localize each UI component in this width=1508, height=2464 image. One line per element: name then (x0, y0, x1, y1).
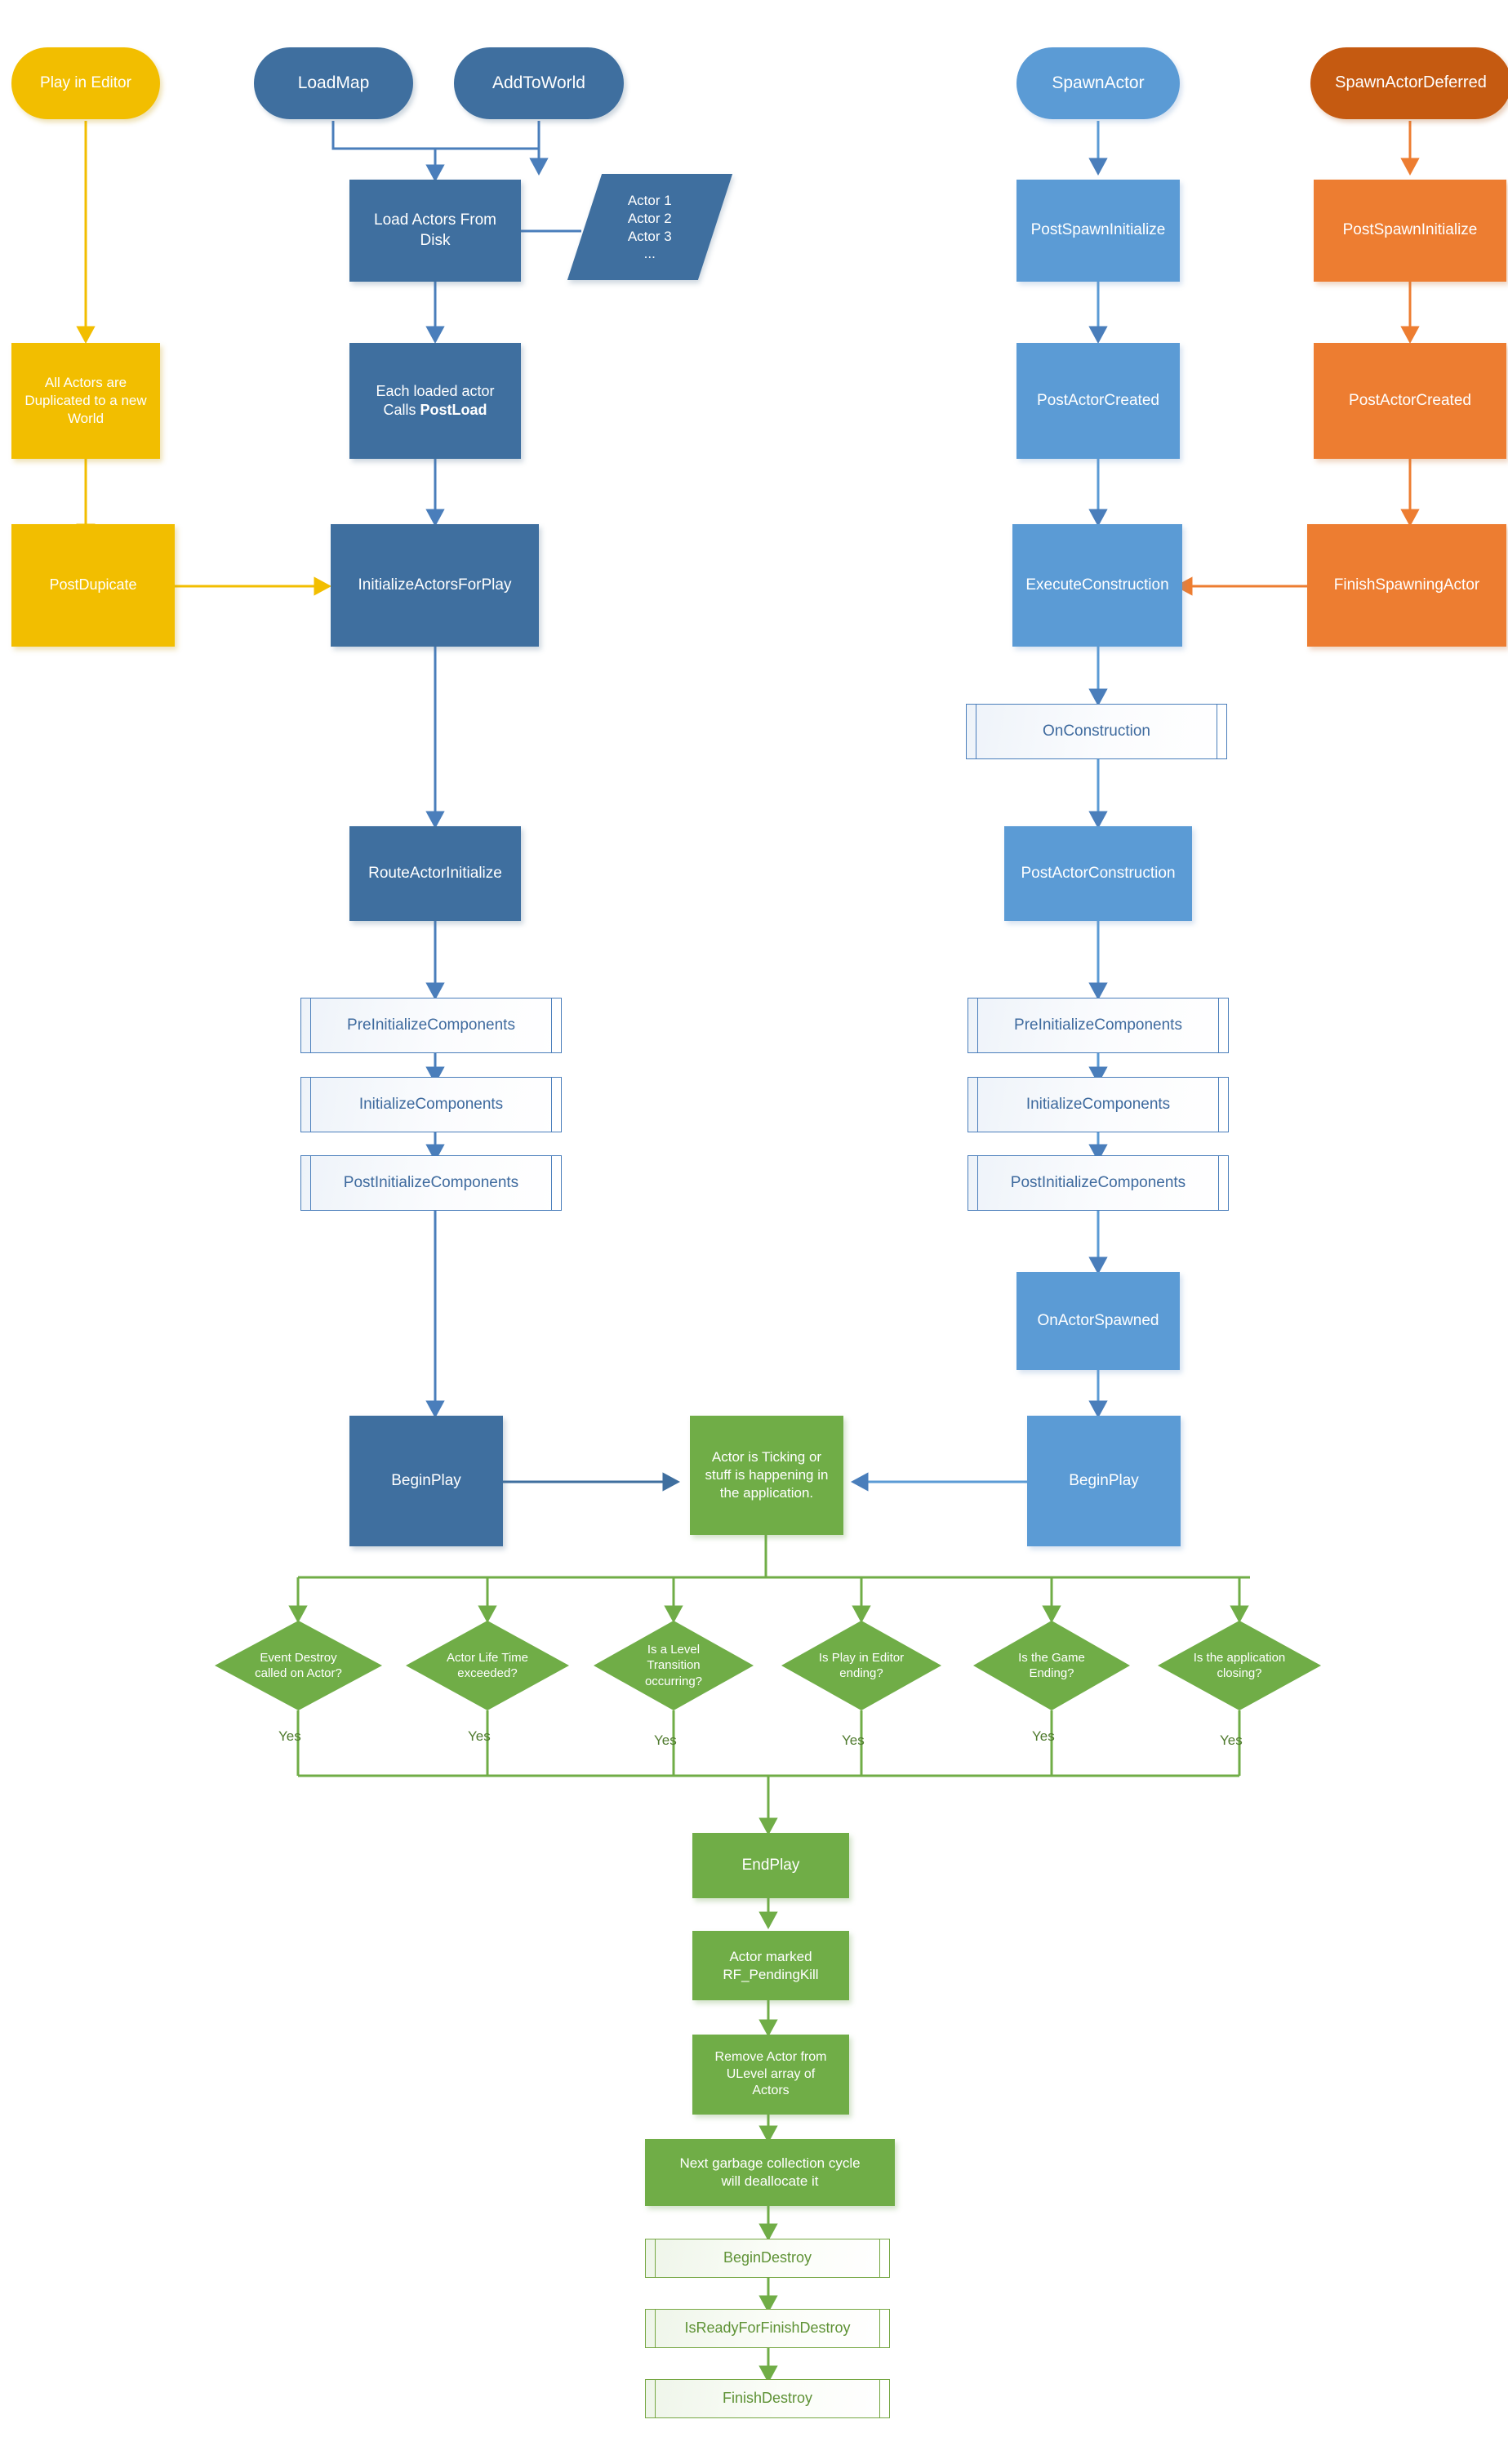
node-label: PostSpawnInitialize (1030, 221, 1166, 239)
node-label: FinishSpawningActor (1333, 576, 1480, 594)
node-label: Is Play in Editor ending? (818, 1650, 905, 1680)
node-pre-initialize-components-left[interactable]: PreInitializeComponents (300, 998, 562, 1053)
node-each-loaded-actor-postload[interactable]: Each loaded actor Calls PostLoad (349, 343, 521, 459)
node-label: Each loaded actor Calls PostLoad (376, 382, 495, 418)
node-label: PostActorCreated (1349, 391, 1471, 409)
node-on-actor-spawned[interactable]: OnActorSpawned (1016, 1272, 1180, 1370)
decision-game-ending[interactable]: Is the Game Ending? (973, 1621, 1130, 1710)
node-label: Play in Editor (40, 73, 131, 91)
node-label: PreInitializeComponents (347, 1016, 515, 1034)
node-label: Actor 1 Actor 2 Actor 3 ... (628, 192, 672, 261)
node-remove-actor-from-ulevel[interactable]: Remove Actor from ULevel array of Actors (692, 2035, 849, 2115)
node-label: BeginPlay (1069, 1471, 1139, 1489)
node-label: OnActorSpawned (1037, 1311, 1159, 1329)
node-on-construction[interactable]: OnConstruction (966, 704, 1227, 759)
edge-label-yes-6: Yes (1220, 1732, 1243, 1748)
decision-actor-life-time[interactable]: Actor Life Time exceeded? (406, 1621, 569, 1710)
node-label: BeginDestroy (723, 2249, 812, 2266)
node-finish-spawning-actor[interactable]: FinishSpawningActor (1307, 524, 1506, 647)
node-post-actor-created-blue[interactable]: PostActorCreated (1016, 343, 1180, 459)
node-load-actors-from-disk[interactable]: Load Actors From Disk (349, 180, 521, 282)
node-actor-marked-pendingkill[interactable]: Actor marked RF_PendingKill (692, 1931, 849, 2000)
edge-label-yes-1: Yes (278, 1728, 301, 1744)
node-next-garbage-collection[interactable]: Next garbage collection cycle will deall… (645, 2139, 895, 2206)
decision-play-in-editor-ending[interactable]: Is Play in Editor ending? (781, 1621, 941, 1710)
node-label: LoadMap (297, 73, 370, 92)
node-label: ExecuteConstruction (1025, 576, 1169, 594)
edge-label-yes-2: Yes (468, 1728, 491, 1744)
node-initialize-components-right[interactable]: InitializeComponents (968, 1077, 1229, 1132)
node-label: AddToWorld (492, 73, 585, 92)
node-label: BeginPlay (391, 1471, 461, 1489)
node-pre-initialize-components-right[interactable]: PreInitializeComponents (968, 998, 1229, 1053)
node-label: PostSpawnInitialize (1342, 221, 1478, 239)
node-label: SpawnActor (1052, 73, 1145, 92)
node-label: InitializeComponents (1025, 1095, 1171, 1113)
node-label: OnConstruction (1042, 722, 1150, 740)
node-label: FinishDestroy (722, 2390, 813, 2407)
node-label: Actor marked RF_PendingKill (723, 1948, 819, 1982)
node-add-to-world[interactable]: AddToWorld (454, 47, 624, 119)
decision-level-transition[interactable]: Is a Level Transition occurring? (594, 1621, 754, 1710)
node-spawn-actor[interactable]: SpawnActor (1016, 47, 1180, 119)
node-label: PostInitializeComponents (1010, 1173, 1186, 1191)
edge-label-yes-5: Yes (1032, 1728, 1055, 1744)
node-label: Is the Game Ending? (1018, 1650, 1085, 1680)
node-begin-play-left[interactable]: BeginPlay (349, 1416, 503, 1546)
node-end-play[interactable]: EndPlay (692, 1833, 849, 1898)
node-label: Load Actors From Disk (374, 211, 496, 249)
node-post-duplicate[interactable]: PostDupicate (11, 524, 175, 647)
node-spawn-actor-deferred[interactable]: SpawnActorDeferred (1310, 47, 1508, 119)
node-label: Remove Actor from ULevel array of Actors (714, 2050, 827, 2098)
node-actor-is-ticking[interactable]: Actor is Ticking or stuff is happening i… (690, 1416, 843, 1535)
decision-event-destroy[interactable]: Event Destroy called on Actor? (215, 1621, 382, 1710)
node-begin-play-right[interactable]: BeginPlay (1027, 1416, 1181, 1546)
node-label: PostActorCreated (1037, 391, 1159, 409)
node-label: Is the application closing? (1193, 1650, 1286, 1680)
node-label: Actor is Ticking or stuff is happening i… (705, 1449, 829, 1501)
node-label: Next garbage collection cycle will deall… (679, 2155, 861, 2189)
node-is-ready-for-finish-destroy[interactable]: IsReadyForFinishDestroy (645, 2309, 890, 2348)
node-label: PostActorConstruction (1021, 864, 1176, 882)
node-label: EndPlay (741, 1856, 800, 1874)
node-label: IsReadyForFinishDestroy (684, 2319, 851, 2337)
node-label: Is a Level Transition occurring? (644, 1643, 703, 1688)
node-label: Actor Life Time exceeded? (446, 1650, 529, 1680)
node-route-actor-initialize[interactable]: RouteActorInitialize (349, 826, 521, 921)
node-post-initialize-components-left[interactable]: PostInitializeComponents (300, 1155, 562, 1211)
node-label: PostDupicate (49, 576, 137, 594)
node-post-actor-construction[interactable]: PostActorConstruction (1004, 826, 1192, 921)
node-label: RouteActorInitialize (368, 864, 502, 882)
edge-label-yes-3: Yes (654, 1732, 677, 1748)
node-label: InitializeComponents (358, 1095, 504, 1113)
node-initialize-actors-for-play[interactable]: InitializeActorsForPlay (331, 524, 539, 647)
node-label: SpawnActorDeferred (1335, 73, 1487, 92)
node-post-initialize-components-right[interactable]: PostInitializeComponents (968, 1155, 1229, 1211)
node-initialize-components-left[interactable]: InitializeComponents (300, 1077, 562, 1132)
node-label: PreInitializeComponents (1014, 1016, 1182, 1034)
edge-label-yes-4: Yes (842, 1732, 865, 1748)
node-post-spawn-initialize-blue[interactable]: PostSpawnInitialize (1016, 180, 1180, 282)
node-label: InitializeActorsForPlay (358, 576, 512, 594)
node-label: PostInitializeComponents (343, 1173, 519, 1191)
node-play-in-editor[interactable]: Play in Editor (11, 47, 160, 119)
node-load-map[interactable]: LoadMap (254, 47, 413, 119)
decision-application-closing[interactable]: Is the application closing? (1158, 1621, 1321, 1710)
node-label: All Actors are Duplicated to a new World (24, 375, 147, 426)
node-finish-destroy[interactable]: FinishDestroy (645, 2379, 890, 2418)
node-post-actor-created-orange[interactable]: PostActorCreated (1314, 343, 1506, 459)
node-all-actors-duplicated[interactable]: All Actors are Duplicated to a new World (11, 343, 160, 459)
node-label: Event Destroy called on Actor? (255, 1650, 342, 1680)
node-begin-destroy[interactable]: BeginDestroy (645, 2239, 890, 2278)
node-execute-construction[interactable]: ExecuteConstruction (1012, 524, 1182, 647)
node-actor-list-data[interactable]: Actor 1 Actor 2 Actor 3 ... (567, 174, 733, 280)
node-post-spawn-initialize-orange[interactable]: PostSpawnInitialize (1314, 180, 1506, 282)
